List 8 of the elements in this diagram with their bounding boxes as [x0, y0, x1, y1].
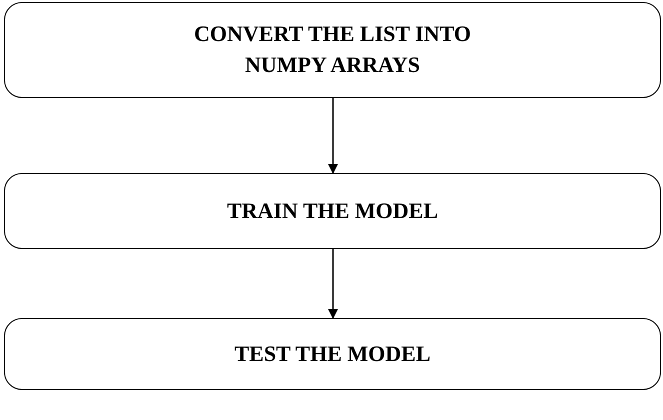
box-label: TEST THE MODEL [233, 340, 432, 368]
arrow [328, 98, 338, 174]
box-label: TRAIN THE MODEL [226, 196, 440, 225]
process-box [4, 173, 661, 249]
box-label: CONVERT THE LIST INTO NUMPY ARRAYS [193, 20, 472, 79]
process-box [4, 318, 661, 390]
arrow [328, 249, 338, 319]
process-box [4, 2, 661, 98]
